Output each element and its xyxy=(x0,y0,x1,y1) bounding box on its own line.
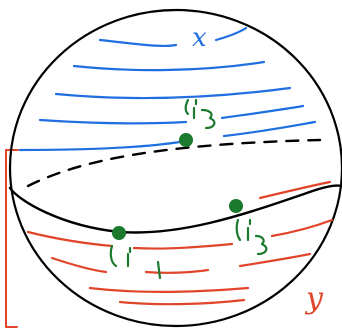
green-label-stroke xyxy=(186,100,196,118)
green-dot xyxy=(179,133,193,147)
bottom-y-label: y xyxy=(304,281,324,316)
red-stroke xyxy=(240,254,310,266)
green-label-stroke xyxy=(237,220,250,240)
top-x-label: x xyxy=(192,23,207,53)
blue-latitude-lines xyxy=(20,28,315,150)
red-stroke xyxy=(134,244,232,249)
blue-stroke xyxy=(222,106,303,118)
red-stroke xyxy=(90,288,248,292)
blue-stroke xyxy=(40,120,186,123)
blue-stroke xyxy=(56,88,290,98)
green-label-stroke xyxy=(111,246,130,266)
blue-stroke xyxy=(20,142,180,150)
red-stroke xyxy=(52,258,106,272)
green-dot xyxy=(112,226,126,240)
green-subscript-stroke xyxy=(158,262,160,278)
red-stroke xyxy=(28,232,112,246)
red-stroke xyxy=(120,300,244,304)
blue-stroke xyxy=(224,122,315,136)
black-solid-arc xyxy=(10,185,342,232)
green-marks xyxy=(111,100,267,278)
blue-stroke xyxy=(100,40,176,46)
green-subscript-stroke xyxy=(202,110,214,128)
red-stroke xyxy=(146,270,208,273)
green-dot xyxy=(229,199,243,213)
red-bracket xyxy=(6,150,18,327)
sphere-outline xyxy=(10,10,342,326)
mark-upper xyxy=(179,100,214,147)
mark-left xyxy=(111,226,160,278)
green-subscript-stroke xyxy=(256,236,266,254)
blue-stroke xyxy=(74,62,264,70)
blue-stroke xyxy=(216,28,246,40)
black-dashed-arc xyxy=(28,140,320,186)
red-stroke xyxy=(272,220,332,236)
